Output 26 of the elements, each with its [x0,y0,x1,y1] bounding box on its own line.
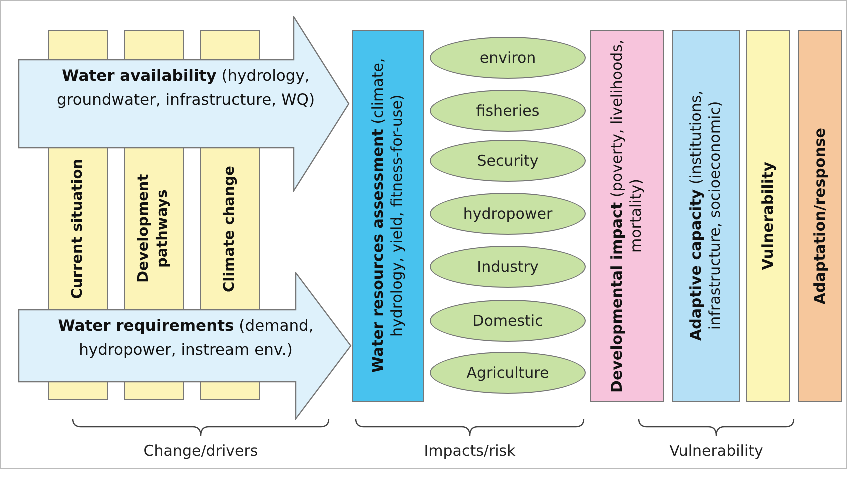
column-bar [352,30,424,402]
arrow-label: Water availability (hydrology, groundwater, infrastructure, WQ) [56,66,316,111]
arrow-label: Water requirements (demand, hydropower, instream env.) [57,316,315,361]
column-bar [672,30,740,402]
column-bar [746,30,790,402]
column-label: Water resources assessment (climate, hydrology, yield, fitness-for-use) [369,58,407,376]
sector-ellipse: Domestic [430,300,586,342]
sector-ellipse: Industry [430,246,586,288]
column-label: Vulnerability [758,162,778,270]
column-label: Climate change [220,166,238,292]
column-bar [124,148,184,310]
column-label: Current situation [68,158,86,300]
group-label: Change/drivers [142,442,260,460]
column-label: Development pathways [135,174,172,286]
sector-ellipse: Agriculture [430,352,586,394]
column-bar [48,148,108,310]
sector-ellipse: hydropower [430,193,586,235]
column-bar [200,148,260,310]
sector-ellipse: Security [430,140,586,182]
group-label: Impacts/risk [423,442,517,460]
column-bar [590,30,664,402]
group-label: Vulnerability [668,442,764,460]
column-bar [798,30,842,402]
sector-ellipse: fisheries [430,90,586,132]
column-label: Adaptation/response [810,128,830,304]
sector-ellipse: environ [430,37,586,79]
